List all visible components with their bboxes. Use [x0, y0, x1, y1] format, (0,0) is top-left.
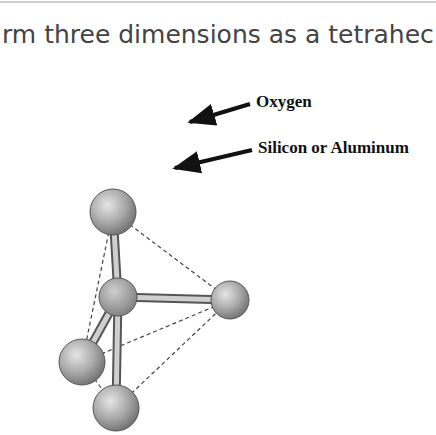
part-label: Oxygen: [256, 92, 312, 112]
part-label: Silicon or Aluminum: [258, 138, 409, 158]
cut-off-text: rm three dimensions as a tetrahec: [2, 20, 434, 49]
